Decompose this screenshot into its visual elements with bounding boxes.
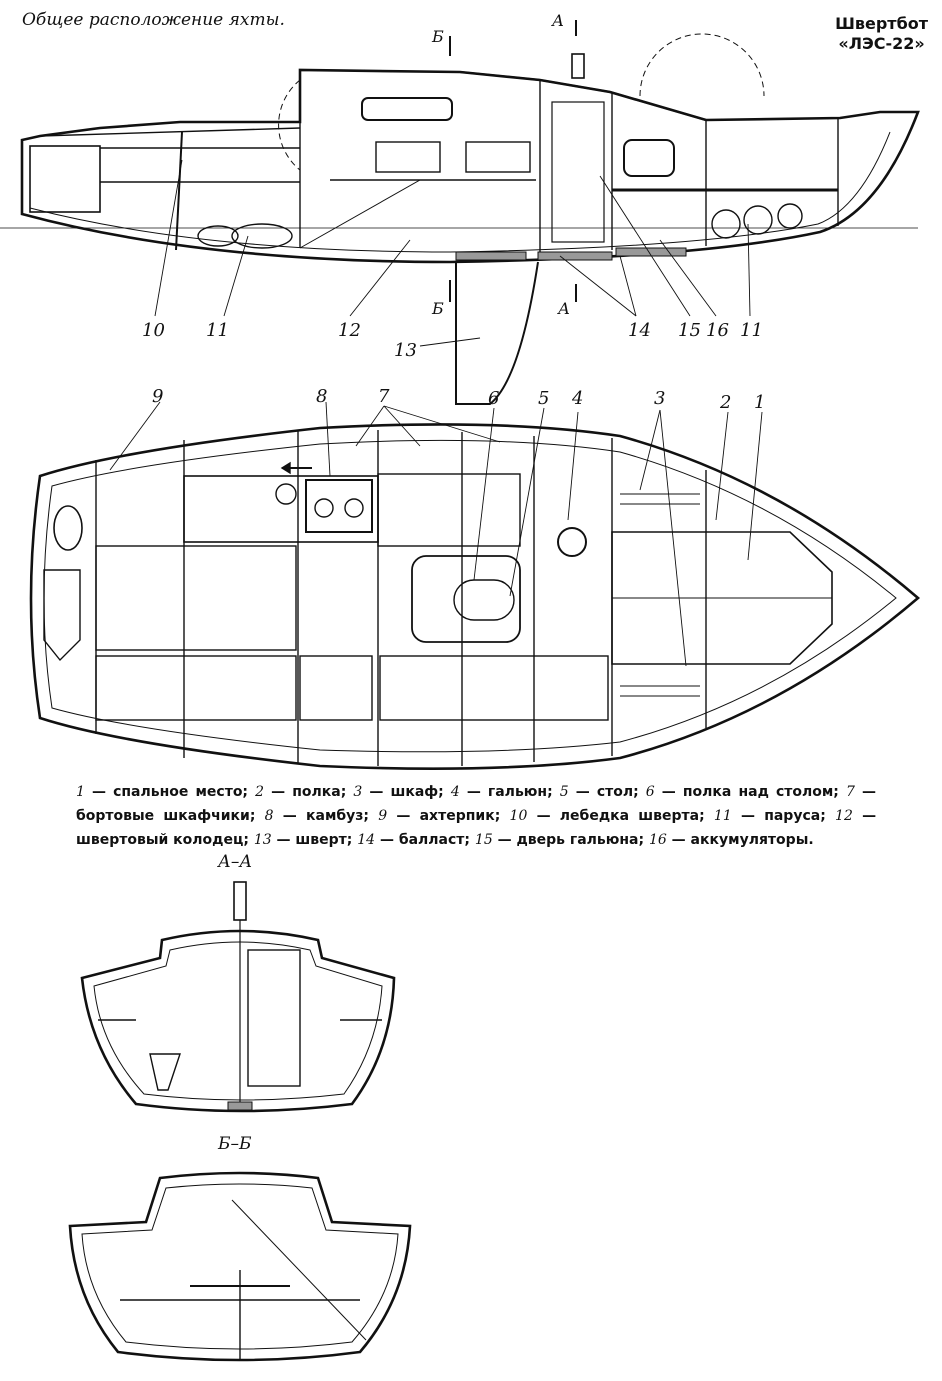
- hull-side-outline: [20, 68, 920, 264]
- callout-3: 3: [654, 388, 665, 409]
- callout-1: 1: [754, 392, 765, 413]
- callout-9: 9: [152, 386, 163, 407]
- legend-item-5: 5 — стол;: [559, 784, 639, 800]
- legend-item-4: 4 — гальюн;: [450, 784, 553, 800]
- legend-item-6: 6 — полка над столом;: [645, 784, 839, 800]
- callout-4: 4: [571, 388, 583, 409]
- section-bb: [68, 1171, 412, 1362]
- callout-6: 6: [488, 388, 499, 409]
- drawing-title: Общее расположение яхты.: [22, 10, 285, 30]
- legend-item-7: 7 — бортовые шкафчики;: [76, 784, 876, 824]
- legend-item-9: 9 — ахтерпик;: [378, 808, 501, 824]
- head-door: [551, 101, 605, 243]
- cabin-window: [361, 97, 453, 121]
- legend-item-14: 14 — балласт;: [357, 832, 471, 848]
- section-mark-a-bottom: А: [557, 299, 570, 318]
- outboard-motor: [43, 569, 81, 662]
- settee-port: [377, 473, 521, 547]
- legend-item-15: 15 — дверь гальюна;: [474, 832, 645, 848]
- section-aa-outline: [80, 929, 396, 1113]
- section-mark-b-top: Б: [431, 27, 444, 46]
- section-aa-label: А–А: [218, 852, 253, 872]
- head-toilet: [557, 527, 587, 557]
- forward-window: [623, 139, 675, 177]
- callout-7: 7: [378, 386, 390, 407]
- table: [411, 555, 521, 643]
- legend-item-1: 1 — спальное место;: [76, 784, 249, 800]
- callout-8: 8: [316, 386, 327, 407]
- transom-locker: [29, 145, 101, 213]
- legend-item-8: 8 — камбуз;: [264, 808, 370, 824]
- hull-plan-outline: [29, 423, 921, 770]
- legend-item-2: 2 — полка;: [255, 784, 347, 800]
- callout-5: 5: [538, 388, 549, 409]
- callout-14: 14: [628, 320, 651, 341]
- section-bb-label: Б–Б: [218, 1134, 252, 1154]
- v-berth: [611, 531, 833, 665]
- callout-2: 2: [719, 392, 731, 413]
- boat-name: Швертбот «ЛЭС-22»: [835, 14, 928, 54]
- callout-12: 12: [338, 320, 361, 341]
- centreboard: [455, 261, 539, 405]
- section-bb-outline: [68, 1171, 412, 1362]
- berth-aft: [95, 655, 297, 721]
- legend-item-11: 11 — паруса;: [713, 808, 826, 824]
- settee-starboard: [379, 655, 609, 721]
- side-view: Б А Б А 10 11 12 13 14 15 16 11: [0, 11, 920, 405]
- plan-view: 9 8 7 6 5 4 3 2 1: [29, 386, 921, 770]
- legend-item-10: 10 — лебедка шверта;: [509, 808, 705, 824]
- legend-item-16: 16 — аккумуляторы.: [648, 832, 814, 848]
- boat-model: «ЛЭС-22»: [838, 34, 925, 53]
- section-mark-b-bottom: Б: [431, 299, 444, 318]
- cockpit-locker: [95, 545, 297, 651]
- boat-type: Швертбот: [835, 14, 928, 33]
- section-aa: [80, 881, 396, 1113]
- legend-item-3: 3 — шкаф;: [353, 784, 444, 800]
- callout-11-fwd: 11: [740, 320, 763, 341]
- callout-15: 15: [678, 320, 701, 341]
- legend-item-13: 13 — шверт;: [253, 832, 353, 848]
- legend-item-12: 12 — швертовый колодец;: [76, 808, 877, 848]
- section-mark-a-top: А: [551, 11, 564, 30]
- callout-10: 10: [142, 320, 165, 341]
- callout-16: 16: [706, 320, 729, 341]
- callout-13: 13: [394, 340, 417, 361]
- callout-11-aft: 11: [206, 320, 229, 341]
- legend: 1 — спальное место; 2 — полка; 3 — шкаф;…: [76, 780, 876, 852]
